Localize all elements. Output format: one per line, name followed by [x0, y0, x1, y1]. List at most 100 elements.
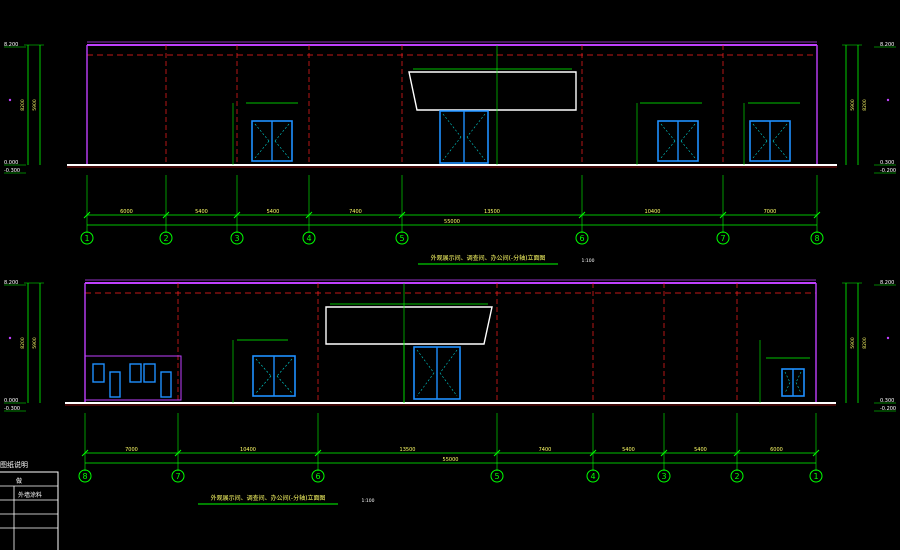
marker-dot	[8, 98, 12, 102]
level-label-left: -0.300	[4, 406, 20, 412]
axis-label: 7	[720, 234, 725, 243]
axis-label: 8	[82, 472, 87, 481]
dimension-tick	[83, 211, 91, 219]
axis-label: 3	[234, 234, 239, 243]
segment-dimension-label: 5400	[267, 209, 280, 215]
segment-dimension-label: 7000	[764, 209, 777, 215]
axis-bubble	[657, 469, 671, 483]
door-swing-line	[795, 371, 802, 383]
door-swing-line	[680, 140, 696, 159]
level-label-right: 8.200	[880, 280, 894, 286]
level-label-left: 0.000	[4, 160, 18, 166]
dimension-tick	[733, 449, 741, 457]
segment-dimension-label: 5400	[694, 447, 707, 453]
dimension-tick	[660, 449, 668, 457]
axis-label: 1	[813, 472, 818, 481]
axis-bubble	[80, 231, 94, 245]
axis-label: 4	[306, 234, 311, 243]
dimension-tick	[813, 211, 821, 219]
axis-label: 4	[590, 472, 595, 481]
axis-bubble	[716, 231, 730, 245]
table-col-label: 做	[16, 477, 22, 485]
axis-label: 7	[175, 472, 180, 481]
axis-bubble	[575, 231, 589, 245]
door-swing-line	[442, 136, 462, 161]
drawing-notes-table: 图纸说明 做 外墙涂料	[0, 460, 59, 550]
door-swing-line	[660, 140, 676, 159]
table-header: 图纸说明	[0, 460, 28, 469]
axis-bubble	[302, 231, 316, 245]
window	[92, 363, 105, 383]
axis-label: 1	[84, 234, 89, 243]
axis-bubble	[230, 231, 244, 245]
level-label-right: 0.300	[880, 398, 894, 404]
door-swing-line	[274, 140, 290, 159]
axis-label: 5	[399, 234, 404, 243]
total-dimension-label: 55000	[443, 457, 459, 463]
level-label-left: 8.200	[4, 42, 18, 48]
segment-dimension-label: 10400	[240, 447, 256, 453]
total-dimension-label: 55000	[444, 219, 460, 225]
door-swing-line	[255, 375, 272, 394]
axis-label: 2	[734, 472, 739, 481]
elevation-title: 外观展示间、调查间、办公间(-分轴)立面图	[431, 254, 546, 262]
dimension-tick	[162, 211, 170, 219]
door-swing-line	[680, 123, 696, 142]
marker-dot	[886, 98, 890, 102]
axis-bubble	[490, 469, 504, 483]
marker-dot	[8, 336, 12, 340]
door-swing-line	[276, 358, 293, 377]
table-row-label: 外墙涂料	[18, 491, 42, 499]
door-swing-line	[254, 123, 270, 142]
side-dimension-label: 8200	[862, 337, 868, 349]
entrance-canopy	[325, 306, 493, 345]
segment-dimension-label: 7400	[349, 209, 362, 215]
level-label-right: 8.200	[880, 42, 894, 48]
level-label-left: 0.000	[4, 398, 18, 404]
window	[160, 371, 172, 398]
door-swing-line	[439, 372, 458, 397]
axis-label: 8	[814, 234, 819, 243]
segment-dimension-label: 7400	[539, 447, 552, 453]
door-swing-line	[442, 113, 462, 138]
axis-bubble	[78, 469, 92, 483]
axis-bubble	[171, 469, 185, 483]
door-swing-line	[752, 140, 768, 159]
segment-dimension-label: 5400	[622, 447, 635, 453]
segment-dimension-label: 13500	[484, 209, 500, 215]
axis-bubble	[395, 231, 409, 245]
dimension-tick	[493, 449, 501, 457]
dimension-tick	[719, 211, 727, 219]
door-swing-line	[784, 382, 791, 394]
door-swing-line	[276, 375, 293, 394]
segment-dimension-label: 10400	[645, 209, 661, 215]
table-frame	[0, 471, 59, 550]
door-swing-line	[772, 140, 788, 159]
door-swing-line	[255, 358, 272, 377]
door-swing-line	[416, 372, 435, 397]
door-swing-line	[466, 113, 486, 138]
axis-bubble	[730, 469, 744, 483]
axis-label: 2	[163, 234, 168, 243]
dimension-tick	[174, 449, 182, 457]
axis-label: 6	[315, 472, 320, 481]
level-label-right: -0.200	[880, 168, 896, 174]
axis-label: 6	[579, 234, 584, 243]
door-swing-line	[795, 382, 802, 394]
segment-dimension-label: 6000	[770, 447, 783, 453]
elevation-title: 外观展示间、调查间、办公间(-分轴)立面图	[211, 494, 326, 502]
level-label-left: -0.300	[4, 168, 20, 174]
elevation-scale: 1:100	[582, 258, 595, 264]
door-swing-line	[466, 136, 486, 161]
door-swing-line	[274, 123, 290, 142]
level-label-left: 8.200	[4, 280, 18, 286]
segment-dimension-label: 5400	[195, 209, 208, 215]
door-swing-line	[660, 123, 676, 142]
marker-dot	[886, 336, 890, 340]
annex-wall	[84, 355, 182, 401]
window	[129, 363, 142, 383]
door-swing-line	[752, 123, 768, 142]
dimension-tick	[314, 449, 322, 457]
